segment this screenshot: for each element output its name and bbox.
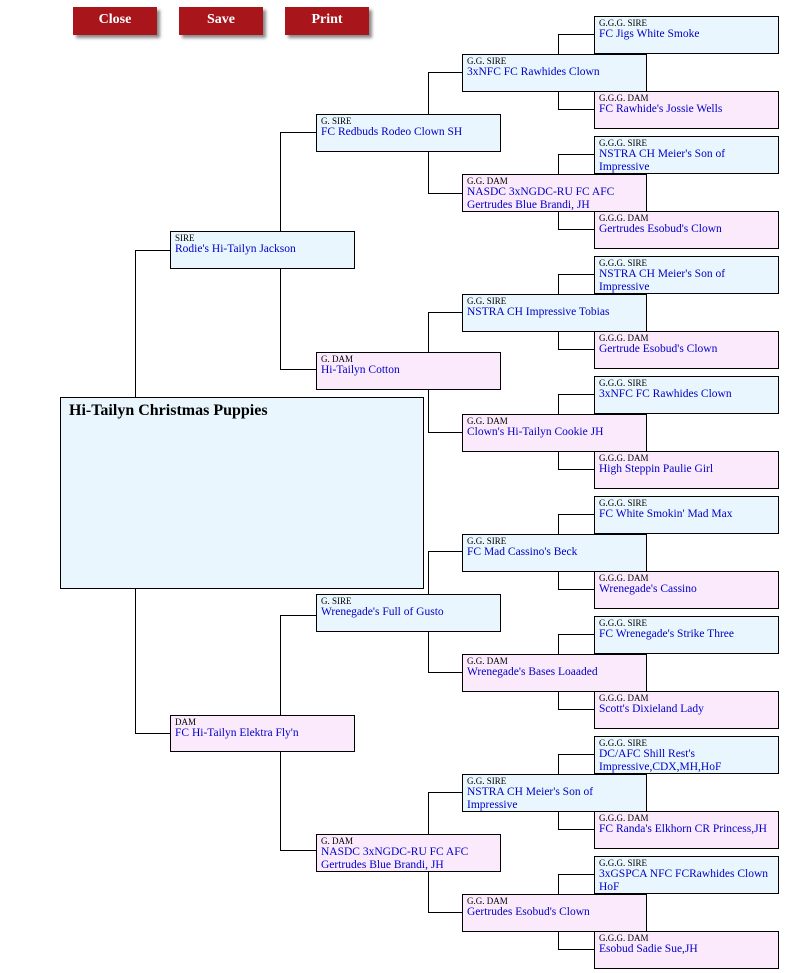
gg-sire-name-link[interactable]: 3xNFC FC Rawhides Clown <box>467 66 600 78</box>
ggg-sire-name-link[interactable]: NSTRA CH Meier's Son of Impressive <box>599 268 726 293</box>
gg-sire-box: G.G. SIRE 3xNFC FC Rawhides Clown <box>462 54 647 92</box>
dam-label: DAM <box>175 717 197 727</box>
gg-dam-name-link[interactable]: NASDC 3xNGDC-RU FC AFC Gertrudes Blue Br… <box>467 186 615 211</box>
ggg-sire-label: G.G.G. SIRE <box>599 138 648 148</box>
gg-dam-box: G.G. DAM Gertrudes Esobud's Clown <box>462 894 647 932</box>
gg-dam-label: G.G. DAM <box>467 176 508 186</box>
ggg-dam-box: G.G.G. DAM FC Rawhide's Jossie Wells <box>594 91 779 129</box>
ggg-dam-box: G.G.G. DAM Wrenegade's Cassino <box>594 571 779 609</box>
gg-sire-label: G.G. SIRE <box>467 296 507 306</box>
ggg-dam-label: G.G.G. DAM <box>599 93 649 103</box>
ggg-sire-name-link[interactable]: FC Jigs White Smoke <box>599 28 700 40</box>
gg-dam-box: G.G. DAM NASDC 3xNGDC-RU FC AFC Gertrude… <box>462 174 647 212</box>
gg-sire-label: G.G. SIRE <box>467 536 507 546</box>
ggg-sire-box: G.G.G. SIRE FC Wrenegade's Strike Three <box>594 616 779 654</box>
dam-name-link[interactable]: FC Hi-Tailyn Elektra Fly'n <box>175 727 299 739</box>
g-sire-name-link[interactable]: Wrenegade's Full of Gusto <box>321 606 444 618</box>
ggg-dam-label: G.G.G. DAM <box>599 933 649 943</box>
gg-dam-box: G.G. DAM Wrenegade's Bases Loaaded <box>462 654 647 692</box>
gg-dam-label: G.G. DAM <box>467 656 508 666</box>
g-dam-box: G. DAM NASDC 3xNGDC-RU FC AFC Gertrudes … <box>316 834 501 872</box>
ggg-sire-name-link[interactable]: FC White Smokin' Mad Max <box>599 508 733 520</box>
ggg-sire-label: G.G.G. SIRE <box>599 618 648 628</box>
gg-sire-name-link[interactable]: NSTRA CH Impressive Tobias <box>467 306 610 318</box>
sire-name-link[interactable]: Rodie's Hi-Tailyn Jackson <box>175 243 296 255</box>
ggg-dam-label: G.G.G. DAM <box>599 813 649 823</box>
ggg-dam-name-link[interactable]: High Steppin Paulie Girl <box>599 463 714 475</box>
ggg-sire-label: G.G.G. SIRE <box>599 858 648 868</box>
ggg-dam-box: G.G.G. DAM Esobud Sadie Sue,JH <box>594 931 779 969</box>
ggg-sire-box: G.G.G. SIRE NSTRA CH Meier's Son of Impr… <box>594 136 779 174</box>
ggg-dam-name-link[interactable]: Wrenegade's Cassino <box>599 583 697 595</box>
ggg-sire-box: G.G.G. SIRE FC Jigs White Smoke <box>594 16 779 54</box>
ggg-dam-label: G.G.G. DAM <box>599 693 649 703</box>
ggg-dam-name-link[interactable]: Esobud Sadie Sue,JH <box>599 943 698 955</box>
gg-sire-box: G.G. SIRE NSTRA CH Meier's Son of Impres… <box>462 774 647 812</box>
gg-dam-name-link[interactable]: Gertrudes Esobud's Clown <box>467 906 590 918</box>
ggg-sire-box: G.G.G. SIRE DC/AFC Shill Rest's Impressi… <box>594 736 779 774</box>
print-button[interactable]: Print <box>285 7 369 35</box>
g-dam-name-link[interactable]: NASDC 3xNGDC-RU FC AFC Gertrudes Blue Br… <box>321 846 469 871</box>
gg-dam-name-link[interactable]: Clown's Hi-Tailyn Cookie JH <box>467 426 604 438</box>
g-sire-name-link[interactable]: FC Redbuds Rodeo Clown SH <box>321 126 463 138</box>
gg-dam-label: G.G. DAM <box>467 416 508 426</box>
gg-sire-box: G.G. SIRE FC Mad Cassino's Beck <box>462 534 647 572</box>
sire-label: SIRE <box>175 233 195 243</box>
ggg-sire-box: G.G.G. SIRE 3xGSPCA NFC FCRawhides Clown… <box>594 856 779 894</box>
ggg-dam-box: G.G.G. DAM Gertrude Esobud's Clown <box>594 331 779 369</box>
ggg-dam-name-link[interactable]: Gertrude Esobud's Clown <box>599 343 718 355</box>
g-dam-label: G. DAM <box>321 354 354 364</box>
ggg-dam-box: G.G.G. DAM High Steppin Paulie Girl <box>594 451 779 489</box>
g-sire-box: G. SIRE Wrenegade's Full of Gusto <box>316 594 501 632</box>
ggg-sire-name-link[interactable]: 3xGSPCA NFC FCRawhides Clown HoF <box>599 868 769 893</box>
ggg-sire-name-link[interactable]: FC Wrenegade's Strike Three <box>599 628 734 640</box>
ggg-dam-label: G.G.G. DAM <box>599 573 649 583</box>
ggg-sire-label: G.G.G. SIRE <box>599 18 648 28</box>
ggg-dam-label: G.G.G. DAM <box>599 333 649 343</box>
sire-box: SIRE Rodie's Hi-Tailyn Jackson <box>170 231 355 269</box>
g-sire-label: G. SIRE <box>321 596 352 606</box>
save-button[interactable]: Save <box>179 7 263 35</box>
ggg-sire-box: G.G.G. SIRE NSTRA CH Meier's Son of Impr… <box>594 256 779 294</box>
ggg-sire-label: G.G.G. SIRE <box>599 258 648 268</box>
ggg-sire-name-link[interactable]: NSTRA CH Meier's Son of Impressive <box>599 148 726 173</box>
gg-sire-label: G.G. SIRE <box>467 56 507 66</box>
gg-dam-box: G.G. DAM Clown's Hi-Tailyn Cookie JH <box>462 414 647 452</box>
g-sire-label: G. SIRE <box>321 116 352 126</box>
ggg-dam-box: G.G.G. DAM Scott's Dixieland Lady <box>594 691 779 729</box>
ggg-dam-name-link[interactable]: FC Randa's Elkhorn CR Princess,JH <box>599 823 767 835</box>
gg-dam-name-link[interactable]: Wrenegade's Bases Loaaded <box>467 666 598 678</box>
ggg-dam-box: G.G.G. DAM FC Randa's Elkhorn CR Princes… <box>594 811 779 849</box>
g-dam-box: G. DAM Hi-Tailyn Cotton <box>316 352 501 390</box>
ggg-sire-name-link[interactable]: 3xNFC FC Rawhides Clown <box>599 388 732 400</box>
ggg-sire-label: G.G.G. SIRE <box>599 378 648 388</box>
gg-sire-box: G.G. SIRE NSTRA CH Impressive Tobias <box>462 294 647 332</box>
g-dam-name-link[interactable]: Hi-Tailyn Cotton <box>321 364 400 376</box>
ggg-dam-name-link[interactable]: Scott's Dixieland Lady <box>599 703 704 715</box>
ggg-dam-label: G.G.G. DAM <box>599 453 649 463</box>
ggg-dam-name-link[interactable]: FC Rawhide's Jossie Wells <box>599 103 723 115</box>
ggg-dam-name-link[interactable]: Gertrudes Esobud's Clown <box>599 223 722 235</box>
ggg-dam-box: G.G.G. DAM Gertrudes Esobud's Clown <box>594 211 779 249</box>
ggg-sire-name-link[interactable]: DC/AFC Shill Rest's Impressive,CDX,MH,Ho… <box>599 748 722 773</box>
ggg-sire-box: G.G.G. SIRE FC White Smokin' Mad Max <box>594 496 779 534</box>
dam-box: DAM FC Hi-Tailyn Elektra Fly'n <box>170 715 355 752</box>
ggg-dam-label: G.G.G. DAM <box>599 213 649 223</box>
gg-sire-label: G.G. SIRE <box>467 776 507 786</box>
ggg-sire-label: G.G.G. SIRE <box>599 738 648 748</box>
ggg-sire-label: G.G.G. SIRE <box>599 498 648 508</box>
subject-dog-box: Hi-Tailyn Christmas Puppies <box>60 397 424 589</box>
g-dam-label: G. DAM <box>321 836 354 846</box>
gg-sire-name-link[interactable]: FC Mad Cassino's Beck <box>467 546 578 558</box>
close-button[interactable]: Close <box>73 7 157 35</box>
gg-sire-name-link[interactable]: NSTRA CH Meier's Son of Impressive <box>467 786 594 811</box>
g-sire-box: G. SIRE FC Redbuds Rodeo Clown SH <box>316 114 501 152</box>
gg-dam-label: G.G. DAM <box>467 896 508 906</box>
dog-name: Hi-Tailyn Christmas Puppies <box>69 402 268 419</box>
ggg-sire-box: G.G.G. SIRE 3xNFC FC Rawhides Clown <box>594 376 779 414</box>
